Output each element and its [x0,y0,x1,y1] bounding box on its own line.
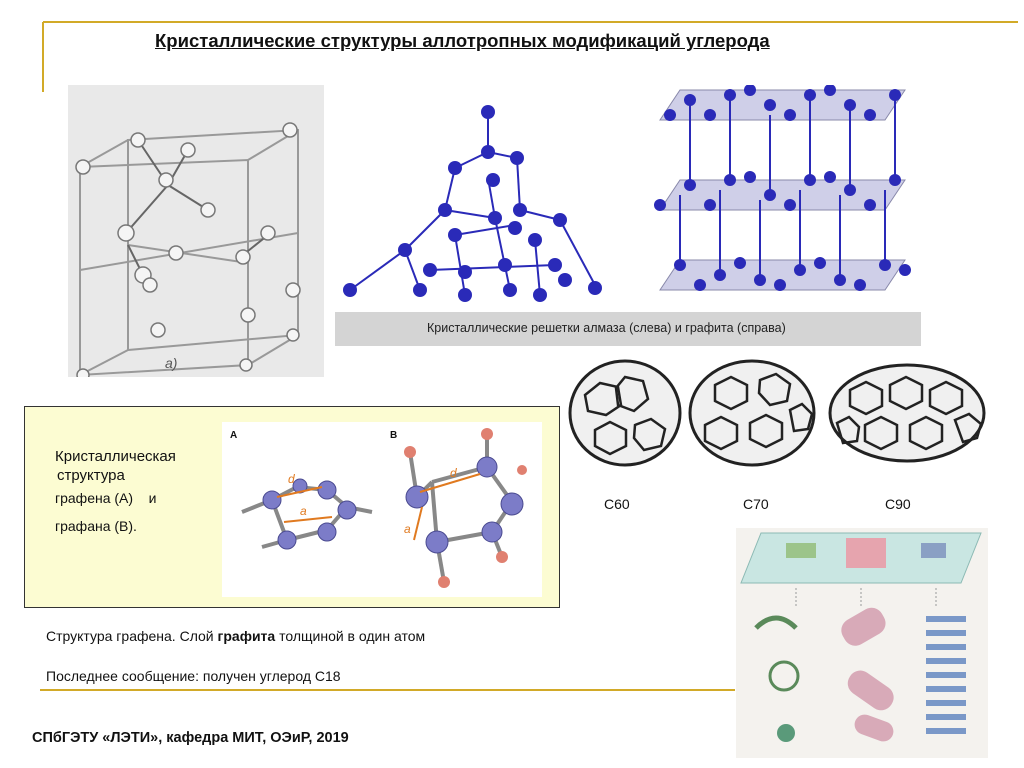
footer-text: СПбГЭТУ «ЛЭТИ», кафедра МИТ, ОЭиР, 2019 [32,730,349,746]
fullerene-label-c60: C60 [604,496,630,512]
heading-line-1: Кристаллическая [55,448,176,465]
graphene-description-pre: Структура графена. Слой [46,628,218,644]
graphite-lattice-figure [654,85,911,291]
graphene-box-heading: Кристаллическая структура [55,447,215,485]
graphene-graphane-molecules: A B d a d a [222,422,542,597]
dimension-d-graphane: d [450,466,457,480]
heading-line-2: структура [57,467,125,484]
dimension-a-graphane: a [404,522,411,536]
fullerene-label-c90: C90 [885,496,911,512]
slide-title: Кристаллические структуры аллотропных мо… [155,30,770,51]
graphene-a-label: графена (А) и [55,490,157,506]
nanostructures-drawing [740,532,982,742]
dimension-a-graphene: a [300,504,307,518]
diamond-cell-figure: а) [68,85,324,382]
graphane-b-label: графана (В). [55,518,137,534]
molecule-a-label: A [230,430,238,441]
figure-a-label: а) [165,355,178,371]
fullerenes-figure [568,359,986,467]
latest-news-text: Последнее сообщение: получен углерод С18 [46,668,341,684]
graphene-description-bold: графита [217,628,276,644]
diamond-lattice-figure [343,105,602,302]
molecule-b-label: B [390,430,398,441]
molecules-drawing [241,428,527,588]
lattice-caption: Кристаллические решетки алмаза (слева) и… [427,321,786,335]
graphene-description: Структура графена. Слой графита толщиной… [46,628,425,644]
dimension-d-graphene: d [288,472,295,486]
diamond-cell-drawing [75,122,301,382]
fullerene-label-c70: C70 [743,496,769,512]
graphene-description-post: толщиной в один атом [275,628,426,644]
lattice-caption-bar: Кристаллические решетки алмаза (слева) и… [335,312,921,346]
nanostructures-figure [736,528,988,758]
